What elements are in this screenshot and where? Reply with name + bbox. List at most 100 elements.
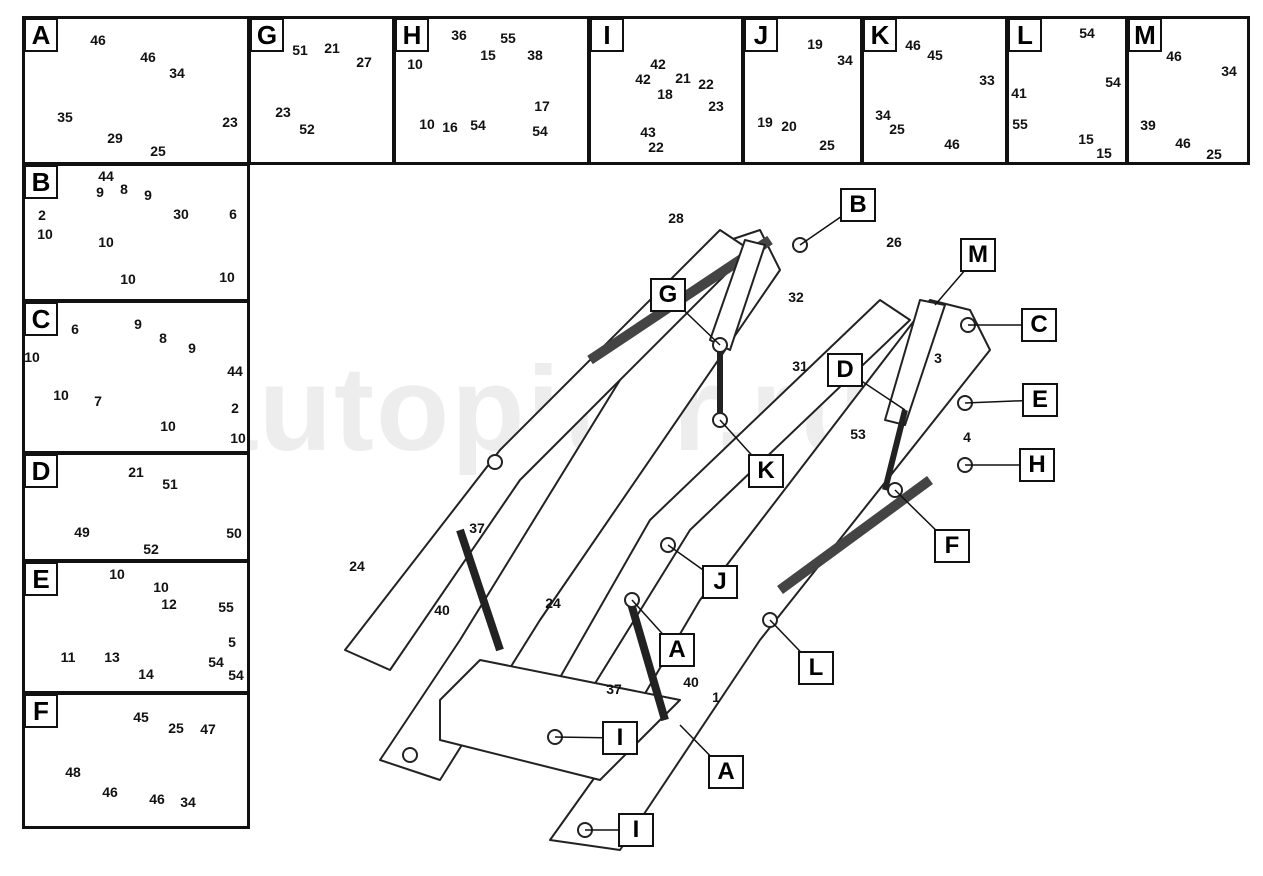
part-number-callout: 44 [227, 363, 243, 379]
part-number-callout: 3 [934, 350, 942, 366]
part-number-callout: 11 [60, 649, 76, 665]
link-3 [884, 299, 946, 426]
part-number-callout: 9 [144, 187, 152, 203]
detail-panel-g: G [248, 16, 395, 165]
part-number-callout: 19 [757, 114, 773, 130]
part-number-callout: 21 [324, 40, 340, 56]
part-number-callout: 23 [275, 104, 291, 120]
part-number-callout: 55 [500, 30, 516, 46]
part-number-callout: 55 [218, 599, 234, 615]
part-number-callout: 45 [927, 47, 943, 63]
panel-letter: M [1128, 18, 1162, 52]
part-number-callout: 20 [781, 118, 797, 134]
part-number-callout: 29 [107, 130, 123, 146]
cylinder [777, 475, 933, 595]
part-number-callout: 39 [1140, 117, 1156, 133]
part-number-callout: 54 [228, 667, 244, 683]
detail-reference-f: F [934, 529, 970, 563]
part-number-callout: 54 [1079, 25, 1095, 41]
part-number-callout: 41 [1011, 85, 1027, 101]
part-number-callout: 2 [231, 400, 239, 416]
part-number-callout: 51 [292, 42, 308, 58]
part-number-callout: 21 [675, 70, 691, 86]
link-lower [882, 409, 908, 491]
part-number-callout: 25 [819, 137, 835, 153]
part-number-callout: 55 [1012, 116, 1028, 132]
part-number-callout: 42 [635, 71, 651, 87]
part-number-callout: 43 [640, 124, 656, 140]
part-number-callout: 10 [98, 234, 114, 250]
part-number-callout: 23 [222, 114, 238, 130]
part-number-callout: 8 [159, 330, 167, 346]
part-number-callout: 54 [532, 123, 548, 139]
detail-panel-m: M [1126, 16, 1250, 165]
detail-reference-k: K [748, 454, 784, 488]
part-number-callout: 31 [792, 358, 808, 374]
detail-panel-f: F [22, 692, 250, 829]
part-number-callout: 10 [109, 566, 125, 582]
part-number-callout: 34 [169, 65, 185, 81]
part-number-callout: 46 [905, 37, 921, 53]
part-number-callout: 19 [807, 36, 823, 52]
detail-reference-m: M [960, 238, 996, 272]
part-number-callout: 5 [228, 634, 236, 650]
detail-reference-i: I [602, 721, 638, 755]
part-number-callout: 46 [1166, 48, 1182, 64]
part-number-callout: 6 [229, 206, 237, 222]
part-number-callout: 15 [1096, 145, 1112, 161]
part-number-callout: 51 [162, 476, 178, 492]
part-number-callout: 24 [349, 558, 365, 574]
pivot [402, 747, 418, 763]
part-number-callout: 32 [788, 289, 804, 305]
part-number-callout: 40 [683, 674, 699, 690]
part-number-callout: 22 [698, 76, 714, 92]
part-number-callout: 10 [53, 387, 69, 403]
part-number-callout: 10 [160, 418, 176, 434]
pivot [487, 454, 503, 470]
link-40 [456, 528, 504, 652]
part-number-callout: 46 [90, 32, 106, 48]
panel-letter: E [24, 562, 58, 596]
part-number-callout: 25 [168, 720, 184, 736]
part-number-callout: 46 [140, 49, 156, 65]
part-number-callout: 10 [120, 271, 136, 287]
part-number-callout: 18 [657, 86, 673, 102]
detail-panel-c: C [22, 300, 250, 454]
detail-reference-e: E [1022, 383, 1058, 417]
part-number-callout: 10 [37, 226, 53, 242]
part-number-callout: 37 [606, 681, 622, 697]
detail-panel-b: B [22, 163, 250, 302]
part-number-callout: 46 [1175, 135, 1191, 151]
detail-panel-i: I [588, 16, 744, 165]
part-number-callout: 45 [133, 709, 149, 725]
part-number-callout: 52 [299, 121, 315, 137]
part-number-callout: 21 [128, 464, 144, 480]
part-number-callout: 54 [1105, 74, 1121, 90]
panel-letter: G [250, 18, 284, 52]
part-number-callout: 8 [120, 181, 128, 197]
panel-letter: A [24, 18, 58, 52]
detail-panel-a: A [22, 16, 250, 165]
panel-letter: H [395, 18, 429, 52]
panel-letter: F [24, 694, 58, 728]
part-number-callout: 10 [230, 430, 246, 446]
part-number-callout: 47 [200, 721, 216, 737]
part-number-callout: 34 [875, 107, 891, 123]
part-number-callout: 22 [648, 139, 664, 155]
detail-panel-k: K [861, 16, 1008, 165]
part-number-callout: 9 [188, 340, 196, 356]
part-number-callout: 46 [102, 784, 118, 800]
part-number-callout: 10 [419, 116, 435, 132]
detail-reference-j: J [702, 565, 738, 599]
link-40 [626, 598, 669, 722]
part-number-callout: 49 [74, 524, 90, 540]
part-number-callout: 4 [963, 429, 971, 445]
part-number-callout: 24 [545, 595, 561, 611]
part-number-callout: 33 [979, 72, 995, 88]
part-number-callout: 10 [407, 56, 423, 72]
part-number-callout: 34 [837, 52, 853, 68]
panel-letter: D [24, 454, 58, 488]
part-number-callout: 50 [226, 525, 242, 541]
part-number-callout: 16 [442, 119, 458, 135]
part-number-callout: 54 [470, 117, 486, 133]
